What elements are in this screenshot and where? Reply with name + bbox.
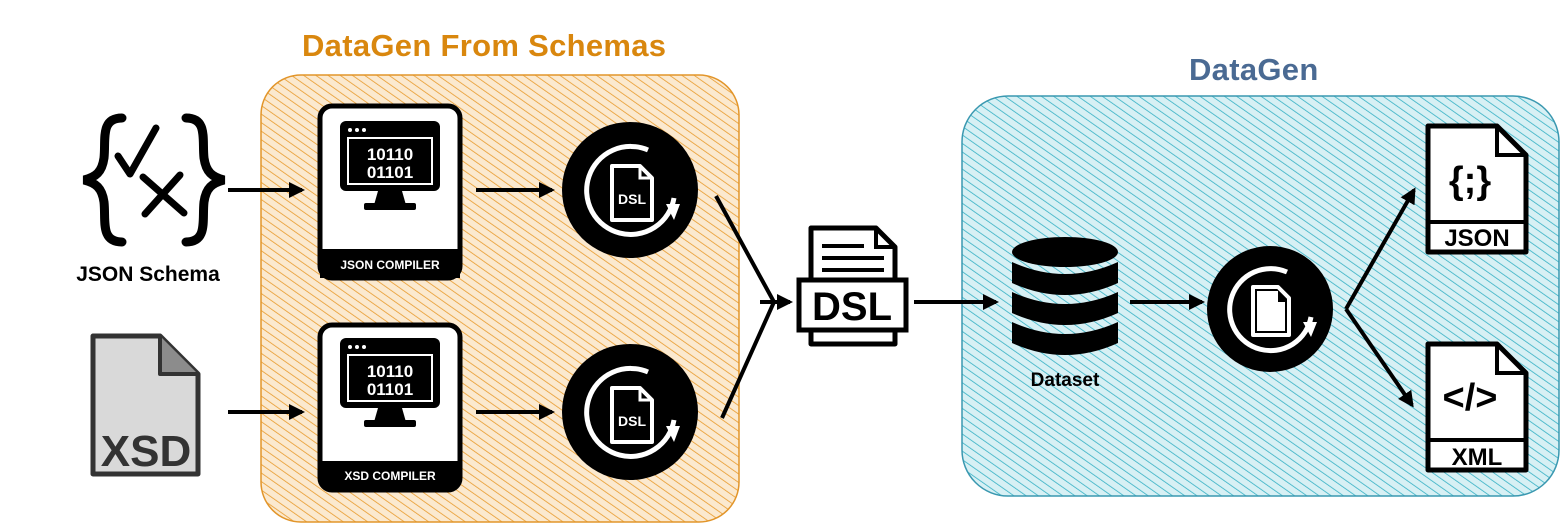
json-compiler-bits-bottom: 01101 — [367, 163, 413, 182]
json-compiler-label: JSON COMPILER — [340, 258, 440, 272]
xsd-compiler-bits-bottom: 01101 — [367, 380, 413, 399]
monitor-binary-icon: 10110 01101 — [340, 338, 440, 427]
dsl-document-refresh-icon: DSL — [562, 122, 698, 258]
xsd-label: XSD — [101, 427, 191, 476]
dataset-label: Dataset — [1031, 370, 1100, 391]
database-icon — [1012, 237, 1118, 355]
dsl-gen-top-label: DSL — [618, 191, 646, 207]
xml-file-symbol: </> — [1443, 377, 1498, 419]
split-arrow-to-xml — [1344, 307, 1414, 408]
json-file-label: JSON — [1444, 225, 1509, 252]
json-schema-braces-icon — [82, 113, 226, 247]
dsl-file-icon: DSL — [796, 225, 909, 347]
xsd-compiler-label: XSD COMPILER — [344, 469, 436, 483]
json-schema-label: JSON Schema — [76, 263, 220, 286]
document-refresh-icon — [1207, 246, 1333, 372]
json-file-symbol: {;} — [1449, 160, 1491, 202]
json-compiler-bits-top: 10110 — [367, 145, 413, 164]
monitor-binary-icon: 10110 01101 — [340, 121, 440, 210]
split-arrow-to-json — [1344, 187, 1416, 310]
xsd-file-icon: XSD — [90, 333, 201, 477]
datagen-title: DataGen — [1189, 52, 1319, 87]
xsd-compiler-bits-top: 10110 — [367, 362, 413, 381]
xml-file-icon: </> XML — [1425, 341, 1529, 473]
xsd-compiler-card: 10110 01101 XSD COMPILER — [317, 322, 463, 493]
json-compiler-card: 10110 01101 JSON COMPILER — [317, 103, 463, 281]
dsl-document-refresh-icon: DSL — [562, 344, 698, 480]
dsl-file-label: DSL — [812, 285, 892, 329]
dsl-gen-bottom-label: DSL — [618, 413, 646, 429]
json-file-icon: {;} JSON — [1425, 123, 1529, 255]
datagen-from-schemas-title: DataGen From Schemas — [302, 28, 667, 63]
xml-file-label: XML — [1452, 444, 1503, 471]
